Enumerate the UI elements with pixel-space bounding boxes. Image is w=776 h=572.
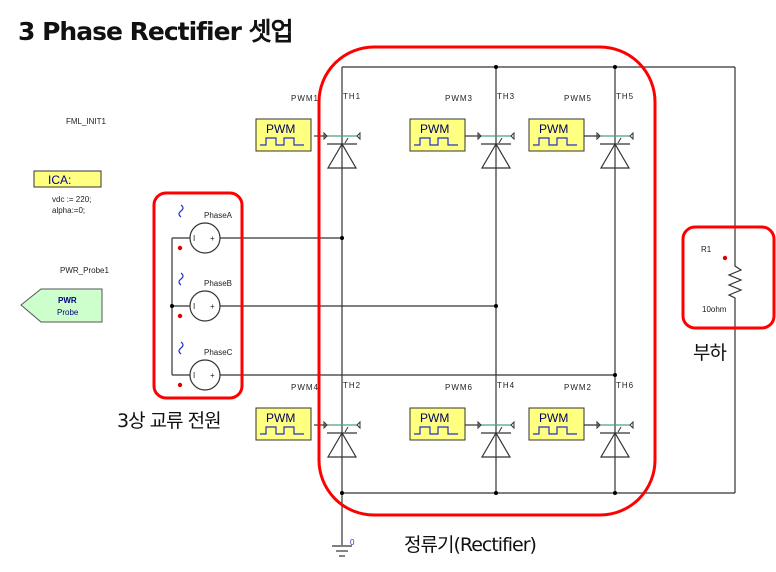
ground-label: 0 bbox=[350, 538, 355, 547]
thyristor-label: TH4 bbox=[497, 381, 515, 390]
ica-block[interactable] bbox=[33, 170, 102, 188]
square-wave-icon bbox=[414, 426, 458, 435]
square-wave-icon bbox=[414, 137, 458, 146]
probe-name: PWR_Probe1 bbox=[60, 266, 109, 275]
polarity-dot bbox=[177, 382, 183, 388]
pwm-block-label: PWM bbox=[539, 122, 568, 136]
junctions bbox=[170, 65, 617, 495]
sine-icon bbox=[178, 272, 184, 286]
thyristor-1[interactable] bbox=[323, 131, 361, 169]
sine-icon bbox=[178, 204, 184, 218]
thyristor-2[interactable] bbox=[477, 131, 515, 169]
source-name: PhaseB bbox=[204, 279, 232, 288]
minus-terminal: I bbox=[193, 371, 195, 380]
square-wave-icon bbox=[533, 137, 577, 146]
thyristor-1[interactable] bbox=[323, 420, 361, 458]
load-highlight bbox=[681, 225, 776, 330]
pwm-block-label: PWM bbox=[266, 411, 295, 425]
pwm-block-label: PWM bbox=[420, 411, 449, 425]
square-wave-icon bbox=[533, 426, 577, 435]
plus-terminal: + bbox=[210, 302, 215, 311]
pwm-block-label: PWM bbox=[539, 411, 568, 425]
polarity-dot bbox=[177, 245, 183, 251]
thyristor-3[interactable] bbox=[596, 131, 634, 169]
pwm-name: PWM6 bbox=[445, 383, 473, 392]
pwm-name: PWM3 bbox=[445, 94, 473, 103]
polarity-dot bbox=[177, 313, 183, 319]
plus-terminal: + bbox=[210, 234, 215, 243]
minus-terminal: I bbox=[193, 234, 195, 243]
thyristor-label: TH6 bbox=[616, 381, 634, 390]
pwm-name: PWM1 bbox=[291, 94, 319, 103]
rectifier-annotation: 정류기(Rectifier) bbox=[404, 534, 536, 556]
source-name: PhaseA bbox=[204, 211, 233, 220]
init-line-2: alpha:=0; bbox=[52, 206, 85, 215]
ground-icon bbox=[332, 545, 352, 557]
load-value: 10ohm bbox=[702, 305, 727, 314]
source-annotation: 3상 교류 전원 bbox=[117, 410, 221, 432]
thyristor-label: TH1 bbox=[343, 92, 361, 101]
minus-terminal: I bbox=[193, 302, 195, 311]
ac-source-1[interactable]: I + PhaseA bbox=[177, 204, 233, 254]
probe-line-1: PWR bbox=[58, 296, 77, 305]
pwm-block[interactable]: PWM bbox=[528, 407, 585, 441]
thyristor-label: TH2 bbox=[343, 381, 361, 390]
polarity-dot bbox=[722, 255, 728, 261]
pwm-block[interactable]: PWM bbox=[409, 118, 466, 152]
probe-line-2: Probe bbox=[57, 308, 79, 317]
square-wave-icon bbox=[260, 137, 304, 146]
pwm-block[interactable]: PWM bbox=[255, 407, 312, 441]
pwm-block[interactable]: PWM bbox=[255, 118, 312, 152]
pwm-name: PWM5 bbox=[564, 94, 592, 103]
init-block-name: FML_INIT1 bbox=[66, 117, 107, 126]
ac-source-2[interactable]: I + PhaseB bbox=[177, 272, 232, 322]
pwm-name: PWM2 bbox=[564, 383, 592, 392]
thyristor-label: TH5 bbox=[616, 92, 634, 101]
thyristor-label: TH3 bbox=[497, 92, 515, 101]
source-highlight bbox=[152, 191, 244, 400]
pwm-block[interactable]: PWM bbox=[528, 118, 585, 152]
rectifier-highlight bbox=[317, 45, 657, 517]
pwm-block[interactable]: PWM bbox=[409, 407, 466, 441]
ica-label: ICA: bbox=[48, 173, 71, 187]
ac-source-3[interactable]: I + PhaseC bbox=[177, 341, 233, 391]
sine-icon bbox=[178, 341, 184, 355]
load-annotation: 부하 bbox=[693, 342, 726, 364]
init-line-1: vdc := 220; bbox=[52, 195, 91, 204]
square-wave-icon bbox=[260, 426, 304, 435]
thyristor-2[interactable] bbox=[477, 420, 515, 458]
thyristor-3[interactable] bbox=[596, 420, 634, 458]
pwr-probe[interactable] bbox=[20, 288, 103, 323]
source-name: PhaseC bbox=[204, 348, 233, 357]
resistor-icon[interactable] bbox=[727, 262, 743, 302]
pwm-block-label: PWM bbox=[420, 122, 449, 136]
pwm-name: PWM4 bbox=[291, 383, 319, 392]
page-title: 3 Phase Rectifier 셋업 bbox=[18, 17, 294, 46]
load-name: R1 bbox=[701, 245, 712, 254]
pwm-block-label: PWM bbox=[266, 122, 295, 136]
plus-terminal: + bbox=[210, 371, 215, 380]
